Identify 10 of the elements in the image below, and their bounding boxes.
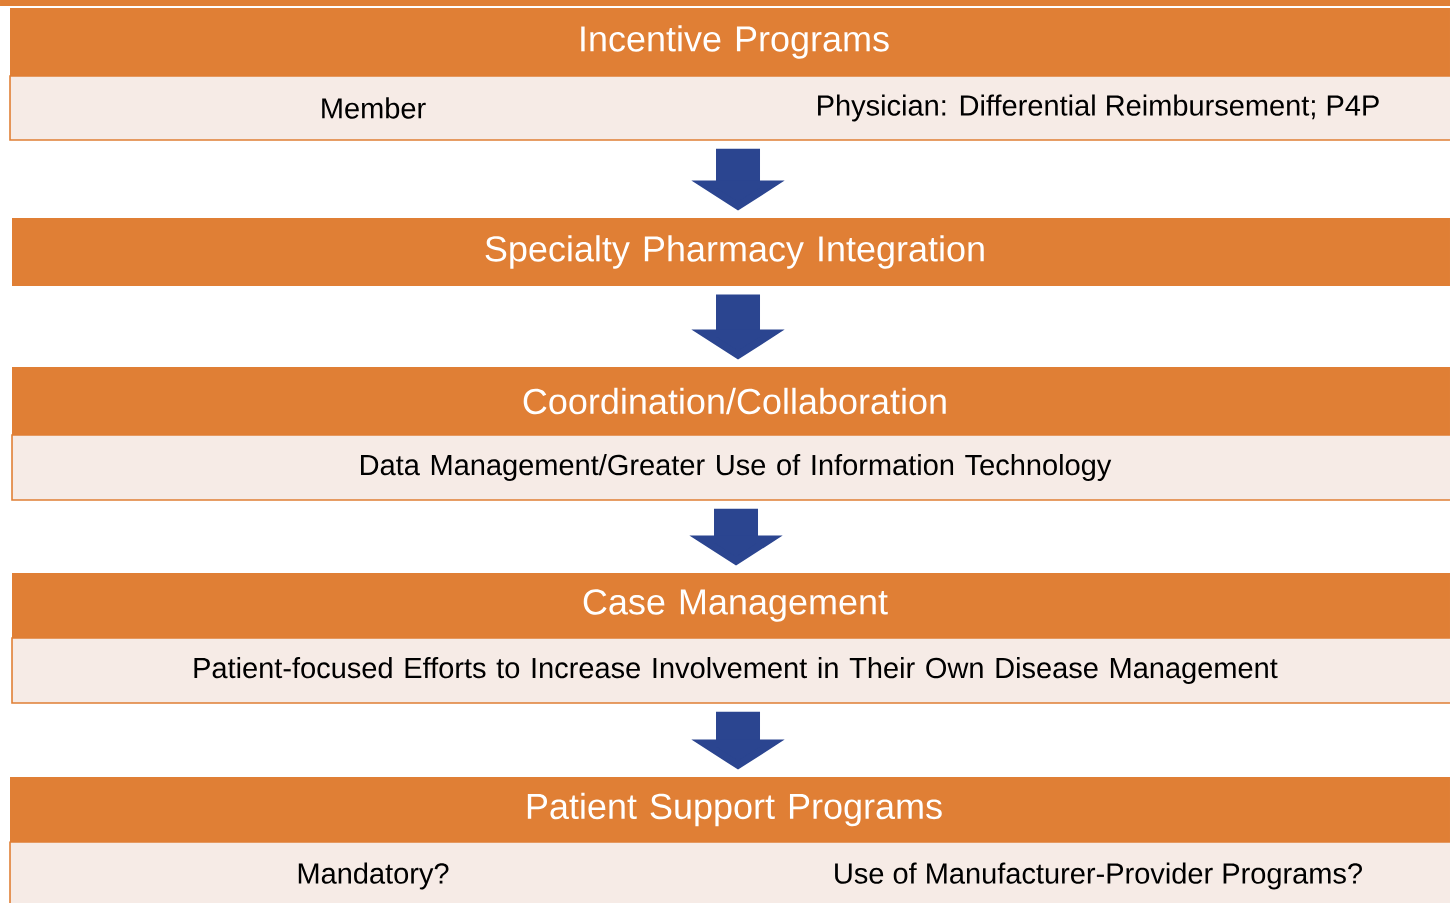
header-band: Incentive Programs [10,8,1450,76]
content-band: Data Management/Greater Use of Information Technology [11,434,1450,501]
content-band: Member Physician: Differential Reimbursement; P4P [9,75,1450,141]
content-band: Patient-focused Efforts to Increase Involvement in Their Own Disease Management [11,637,1450,704]
header-band: Case Management [12,573,1450,638]
header-band: Specialty Pharmacy Integration [12,218,1450,286]
content-band: Mandatory? Use of Manufacturer-Provider Programs? [9,841,1450,903]
header-band: Patient Support Programs [10,777,1450,842]
header-band: Coordination/Collaboration [12,367,1450,435]
node-label: Incentive Programs [581,25,889,59]
